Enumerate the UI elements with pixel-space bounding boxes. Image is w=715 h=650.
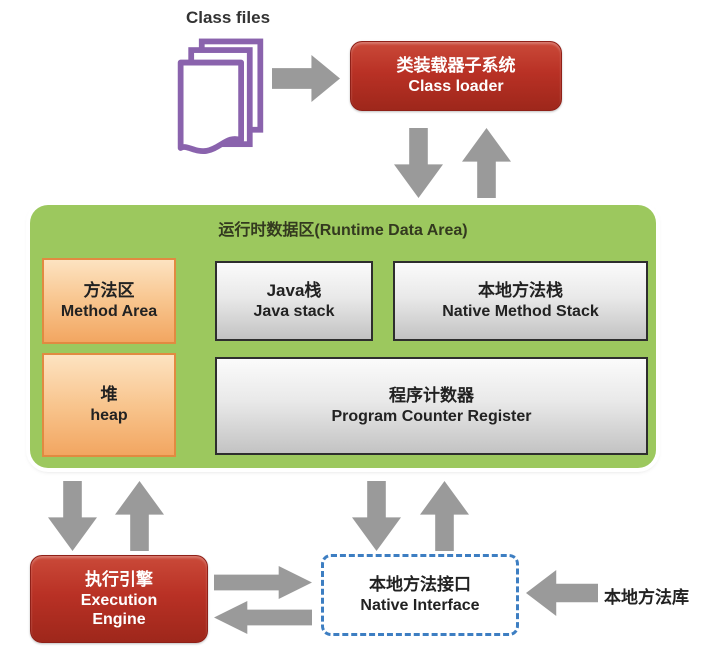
class-loader-box: 类装载器子系统 Class loader bbox=[350, 41, 562, 111]
class-loader-title-zh: 类装载器子系统 bbox=[396, 56, 516, 76]
native-interface-zh: 本地方法接口 bbox=[369, 575, 471, 595]
arrow-right-icon bbox=[272, 55, 340, 102]
arrow-up-icon bbox=[462, 128, 511, 198]
native-library-label: 本地方法库 bbox=[604, 588, 689, 607]
arrow-down-icon bbox=[394, 128, 443, 198]
program-counter-en: Program Counter Register bbox=[331, 408, 532, 426]
class-files-label: Class files bbox=[185, 8, 271, 27]
runtime-data-area-title: 运行时数据区(Runtime Data Area) bbox=[218, 222, 468, 239]
runtime-data-area: 运行时数据区(Runtime Data Area) 方法区 Method Are… bbox=[30, 205, 656, 468]
class-loader-title-en: Class loader bbox=[408, 78, 504, 96]
java-stack-box: Java栈 Java stack bbox=[215, 261, 373, 341]
native-interface-box: 本地方法接口 Native Interface bbox=[321, 554, 519, 636]
native-interface-en: Native Interface bbox=[360, 597, 480, 615]
method-area-box: 方法区 Method Area bbox=[42, 258, 176, 344]
execution-engine-zh: 执行引擎 bbox=[85, 569, 153, 589]
heap-box: 堆 heap bbox=[42, 353, 176, 457]
method-area-zh: 方法区 bbox=[83, 281, 135, 301]
arrow-up-icon bbox=[115, 481, 164, 551]
document-stack-icon bbox=[172, 34, 268, 166]
arrow-down-icon bbox=[48, 481, 97, 551]
method-area-en: Method Area bbox=[60, 303, 158, 321]
native-method-stack-zh: 本地方法栈 bbox=[478, 281, 563, 301]
arrow-right-icon bbox=[214, 566, 312, 599]
program-counter-zh: 程序计数器 bbox=[389, 386, 474, 406]
program-counter-box: 程序计数器 Program Counter Register bbox=[215, 357, 648, 455]
arrow-up-icon bbox=[420, 481, 469, 551]
arrow-left-icon bbox=[526, 570, 598, 616]
java-stack-zh: Java栈 bbox=[266, 281, 322, 301]
execution-engine-box: 执行引擎 Execution Engine bbox=[30, 555, 208, 643]
execution-engine-en1: Execution bbox=[80, 591, 158, 609]
arrow-down-icon bbox=[352, 481, 401, 551]
java-stack-en: Java stack bbox=[253, 303, 335, 321]
native-method-stack-box: 本地方法栈 Native Method Stack bbox=[393, 261, 648, 341]
native-method-stack-en: Native Method Stack bbox=[442, 303, 599, 321]
arrow-left-icon bbox=[214, 601, 312, 634]
heap-en: heap bbox=[90, 407, 128, 425]
heap-zh: 堆 bbox=[100, 385, 118, 405]
execution-engine-en2: Engine bbox=[92, 611, 146, 629]
